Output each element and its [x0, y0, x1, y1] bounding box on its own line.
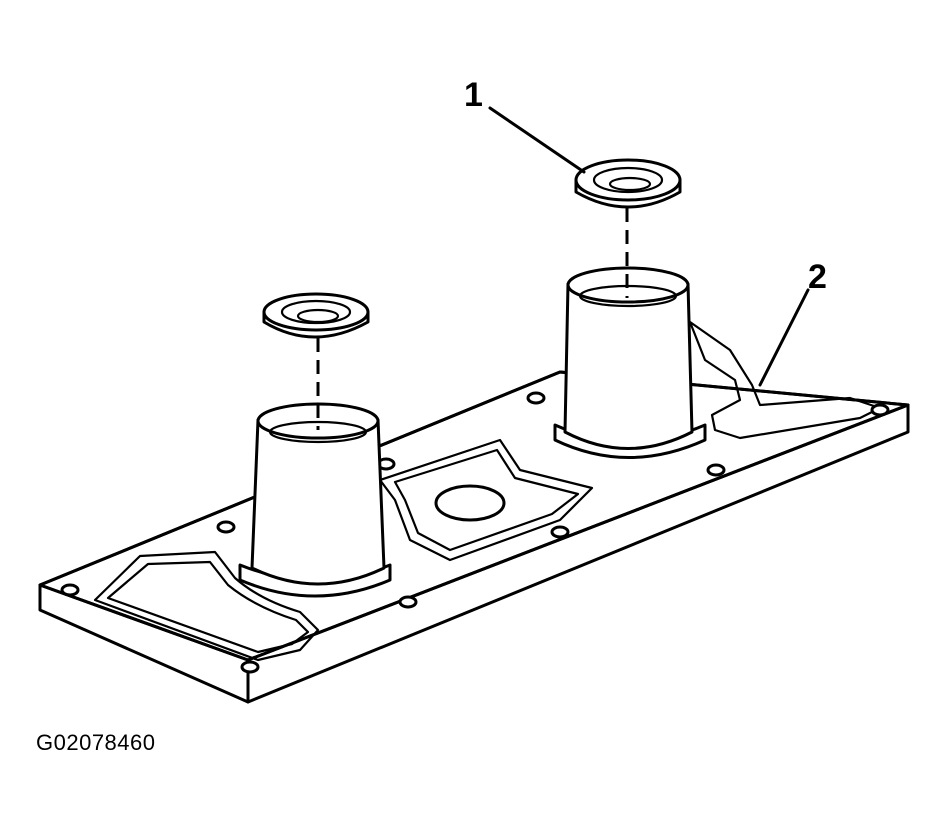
- figure-id: G02078460: [36, 730, 156, 755]
- leader-line-1: [488, 106, 586, 174]
- left-tube: [238, 402, 392, 598]
- leader-line-2: [758, 288, 810, 387]
- left-seal: [262, 292, 370, 339]
- right-tube: [553, 266, 707, 459]
- gasket-bead: [93, 320, 882, 662]
- right-seal: [574, 158, 682, 209]
- callout-2: 2: [808, 258, 827, 296]
- gasket-plate: [38, 370, 910, 704]
- callout-1: 1: [464, 76, 483, 114]
- bolt-holes: [60, 391, 890, 674]
- center-hole: [434, 484, 506, 522]
